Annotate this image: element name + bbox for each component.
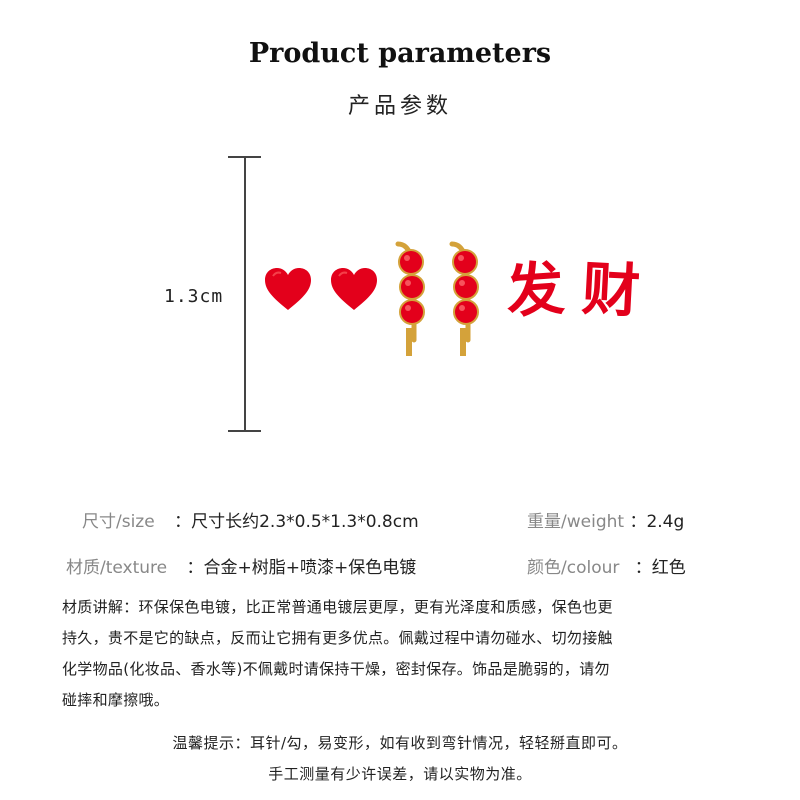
spec-color-label: 颜色/colour	[527, 558, 620, 578]
spec-size-label: 尺寸/size	[82, 512, 155, 532]
ruler-label: 1.3cm	[164, 286, 224, 307]
spec-color: 颜色/colour ：红色	[527, 553, 686, 578]
spec-weight-value: ：2.4g	[629, 512, 685, 532]
description-line: 碰摔和摩擦哦。	[62, 691, 170, 709]
spec-color-value: ：红色	[634, 558, 686, 578]
description-line: 化学物品(化妆品、香水等)不佩戴时请保持干燥，密封保存。饰品是脆弱的，请勿	[62, 660, 610, 678]
spec-material-label: 材质/texture	[66, 558, 168, 578]
spec-material: 材质/texture ：合金+树脂+喷漆+保色电镀	[66, 553, 416, 578]
warm-tip: 温馨提示：耳针/勾，易变形，如有收到弯针情况，轻轻掰直即可。	[172, 734, 628, 752]
ruler-line	[244, 157, 246, 432]
spec-weight-label: 重量/weight	[527, 512, 625, 532]
spec-weight: 重量/weight ：2.4g	[527, 507, 684, 532]
description-line: 持久，贵不是它的缺点，反而让它拥有更多优点。佩戴过程中请勿碰水、切勿接触	[62, 629, 613, 647]
material-description: 材质讲解：环保保色电镀，比正常普通电镀层更厚，更有光泽度和质感，保色也更 持久，…	[62, 592, 752, 716]
page-title: Product parameters	[248, 38, 552, 69]
spec-size-value: ：尺寸长约2.3*0.5*1.3*0.8cm	[174, 512, 419, 532]
character-earring-fa: 发	[503, 254, 567, 326]
page-subtitle: 产品参数	[347, 94, 452, 119]
ruler-bottom-cap	[228, 430, 261, 432]
heart-earring-left	[265, 268, 311, 310]
spec-size: 尺寸/size ：尺寸长约2.3*0.5*1.3*0.8cm	[82, 507, 419, 532]
heart-earring-right	[331, 268, 377, 310]
spec-material-value: ：合金+树脂+喷漆+保色电镀	[186, 558, 417, 578]
measurement-note: 手工测量有少许误差，请以实物为准。	[268, 765, 532, 783]
description-line: 材质讲解：环保保色电镀，比正常普通电镀层更厚，更有光泽度和质感，保色也更	[62, 598, 613, 616]
character-earring-cai: 财	[580, 254, 642, 326]
bead-earring-right	[449, 241, 479, 356]
bead-earring-left	[395, 241, 425, 356]
